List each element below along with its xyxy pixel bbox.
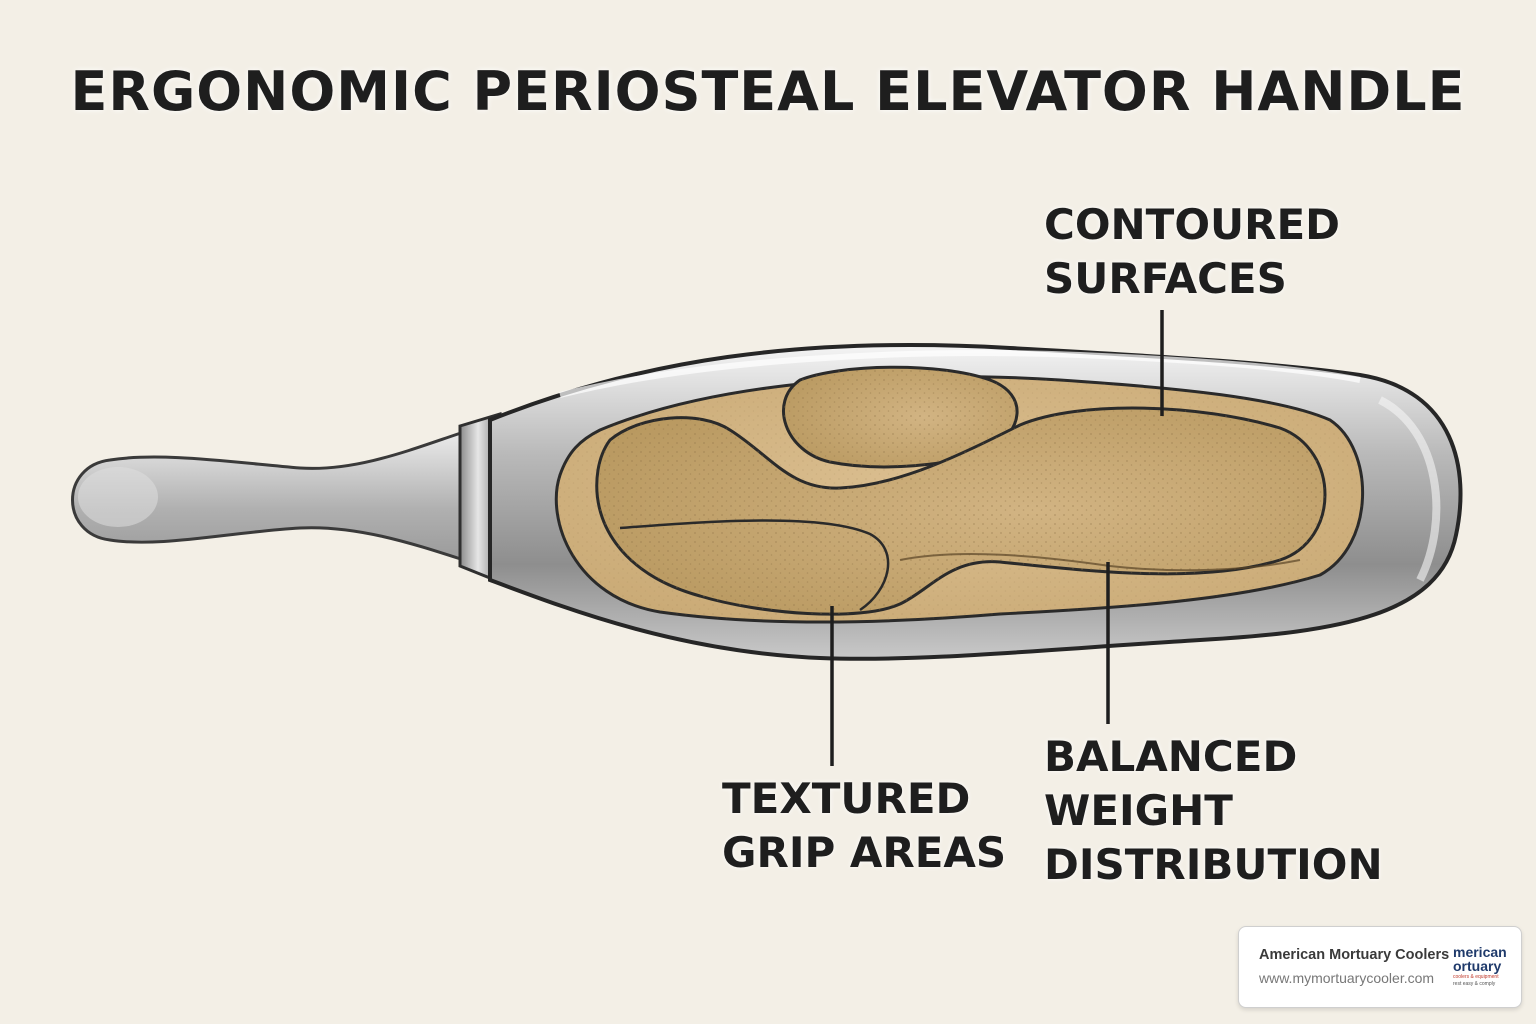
callout-text: CONTOURED	[1044, 200, 1341, 249]
badge-company-name: American Mortuary Coolers	[1259, 947, 1450, 963]
callout-textured-grip-areas: TEXTURED GRIP AREAS	[722, 772, 1006, 880]
callout-contoured-surfaces: CONTOURED SURFACES	[1044, 198, 1340, 306]
callout-text: GRIP AREAS	[722, 828, 1007, 877]
callout-text: TEXTURED	[722, 774, 971, 823]
watermark-badge[interactable]: American Mortuary Coolers www.mymortuary…	[1238, 926, 1522, 1008]
svg-text:ortuary: ortuary	[1453, 958, 1501, 974]
badge-url: www.mymortuarycooler.com	[1259, 970, 1435, 986]
svg-text:merican: merican	[1453, 944, 1507, 960]
company-logo: merican ortuary coolers & equipment rest…	[1453, 942, 1507, 990]
callout-text: DISTRIBUTION	[1044, 840, 1383, 889]
callout-text: WEIGHT	[1044, 786, 1233, 835]
elevator-tip	[71, 427, 472, 565]
svg-text:coolers & equipment: coolers & equipment	[1453, 974, 1499, 980]
callout-text: SURFACES	[1044, 254, 1287, 303]
diagram-title: ERGONOMIC PERIOSTEAL ELEVATOR HANDLE	[70, 60, 1466, 123]
textured-grip-channel	[595, 406, 1327, 616]
callout-text: BALANCED	[1044, 732, 1298, 781]
svg-text:rest easy & comply: rest easy & comply	[1453, 981, 1496, 987]
callout-balanced-weight-distribution: BALANCED WEIGHT DISTRIBUTION	[1044, 730, 1383, 892]
contoured-recess-upper	[782, 365, 1019, 469]
